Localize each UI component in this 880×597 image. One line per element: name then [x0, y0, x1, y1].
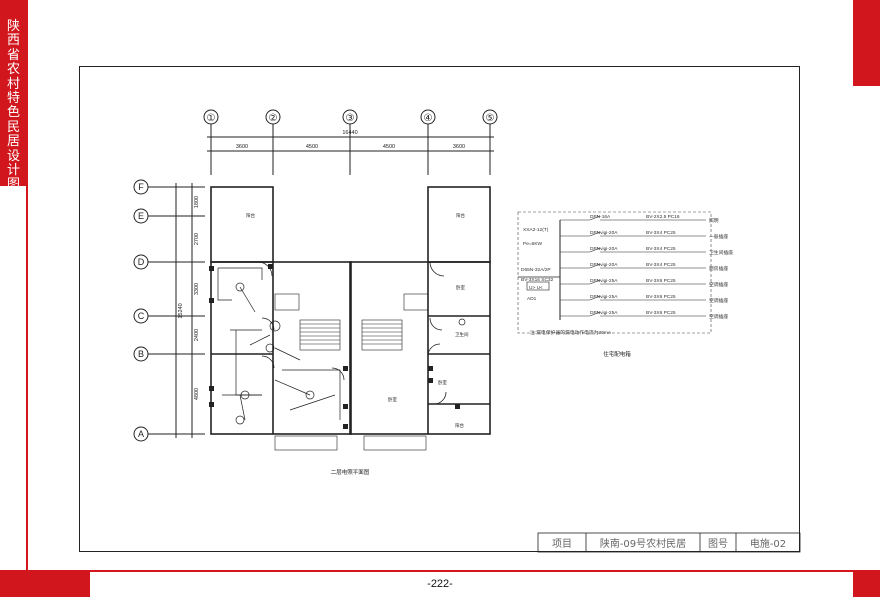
title-block-drawing-no: 电施-02 [750, 537, 786, 550]
plan-caption: 二层电照平面图 [331, 468, 370, 476]
circuit-1-load: 照明 [709, 218, 719, 224]
circuit-5-load: 空调插座 [709, 281, 728, 288]
lamps [235, 282, 466, 425]
circuit-4-breaker: DPNvigi-20A [590, 262, 618, 268]
left-red-rule [26, 0, 28, 597]
axis-grid-top [203, 109, 498, 175]
axis-label-A: A [138, 429, 144, 439]
dim-y-1: 1800 [194, 196, 200, 208]
stairs [274, 293, 429, 451]
bottom-right-red-block [853, 571, 880, 597]
axis-label-4: ④ [424, 113, 433, 124]
dim-x-2: 4500 [306, 144, 318, 150]
axis-label-B: B [138, 349, 144, 359]
circuit-5-breaker: DPNvigi-25A [590, 278, 618, 284]
dim-x-1: 3600 [236, 144, 248, 150]
panel-incoming-breaker: D65N-32A/2P [521, 267, 551, 273]
room-balcony-ne: 阳台 [456, 212, 465, 219]
circuit-6-load: 空调插座 [709, 297, 728, 304]
circuit-6-cable: BV-3X6 PC25 [646, 294, 676, 300]
dim-x-3: 4500 [383, 144, 395, 150]
dim-y-3: 3300 [194, 283, 200, 295]
axis-label-2: ② [269, 113, 278, 124]
room-balcony-nw: 阳台 [246, 212, 255, 219]
panel-box-model: XXA2-12(T) [523, 227, 549, 233]
circuit-2-cable: BV-3X4 PC25 [646, 230, 676, 236]
bottom-red-rule [0, 570, 880, 572]
circuit-1-breaker: DPN-16A [590, 214, 611, 220]
walls [210, 186, 491, 435]
dim-y-total: 15240 [178, 303, 184, 318]
circuit-3-breaker: DPNvigi-20A [590, 246, 618, 252]
axis-grid-left [133, 179, 205, 442]
panel-box-id: AD1 [527, 296, 537, 302]
sockets [209, 264, 460, 429]
axis-label-F: F [138, 182, 144, 192]
room-bedroom-se: 卧室 [438, 379, 447, 386]
dim-total: 16440 [342, 130, 357, 136]
room-bathroom: 卫生间 [455, 331, 469, 338]
circuit-3-cable: BV-3X4 PC25 [646, 246, 676, 252]
dim-y-4: 2400 [194, 329, 200, 341]
panel-note: 注:漏电保护器的漏电动作电流为30mA [530, 329, 612, 336]
panel-meter: U> U< [529, 285, 543, 291]
title-block: 项目 陕南-09号农村民居 图号 电施-02 [537, 532, 801, 553]
room-bedroom-s: 卧室 [388, 396, 397, 403]
circuit-2-load: 一般插座 [709, 233, 728, 240]
circuit-2-breaker: DPNvigi-20A [590, 230, 618, 236]
title-block-drawing-no-label: 图号 [708, 538, 728, 550]
circuit-1-cable: BV-2X2.5 PC16 [646, 214, 680, 220]
floor-plan [133, 109, 498, 451]
dim-y-2: 2700 [194, 233, 200, 245]
circuit-7-cable: BV-3X6 PC25 [646, 310, 676, 316]
circuit-4-load: 厨房插座 [709, 265, 728, 272]
axis-label-3: ③ [346, 113, 355, 124]
axis-label-E: E [138, 211, 144, 221]
dim-x-4: 3600 [453, 144, 465, 150]
axis-label-D: D [138, 257, 145, 267]
sidebar-title: 陕西省农村特色民居设计图集 [6, 19, 20, 207]
drawing-frame [79, 66, 800, 552]
plan-text: ① ② ③ ④ ⑤ 16440 3600 4500 4500 3600 F E … [138, 113, 495, 476]
wiring [217, 267, 341, 421]
right-red-band [853, 0, 880, 86]
circuit-3-load: 卫生间插座 [709, 249, 733, 256]
axis-label-5: ⑤ [486, 113, 495, 124]
circuit-5-cable: BV-3X6 PC25 [646, 278, 676, 284]
panel-diagram: XXA2-12(T) Pe=6KW D65N-32A/2P BV-3X16 SC… [517, 211, 733, 358]
circuit-4-cable: BV-3X4 PC25 [646, 262, 676, 268]
left-red-band [0, 0, 27, 186]
title-block-project-name: 陕南-09号农村民居 [600, 537, 686, 550]
axis-label-1: ① [207, 113, 216, 124]
panel-power: Pe=6KW [523, 241, 543, 247]
room-balcony-se: 阳台 [455, 422, 464, 429]
title-block-project-label: 项目 [552, 538, 572, 550]
bottom-left-red-block [0, 571, 90, 597]
panel-incoming-cable: BV-3X16 SC32 [521, 277, 554, 283]
axis-label-C: C [138, 311, 145, 321]
doors [257, 261, 447, 405]
circuit-7-breaker: DPNvigi-25A [590, 310, 618, 316]
circuit-7-load: 空调插座 [709, 313, 728, 320]
circuit-6-breaker: DPNvigi-25A [590, 294, 618, 300]
panel-caption: 住宅配电箱 [603, 350, 631, 358]
page-number: -222- [427, 578, 453, 590]
room-bedroom-ne: 卧室 [456, 284, 465, 291]
dim-y-5: 4800 [194, 388, 200, 400]
